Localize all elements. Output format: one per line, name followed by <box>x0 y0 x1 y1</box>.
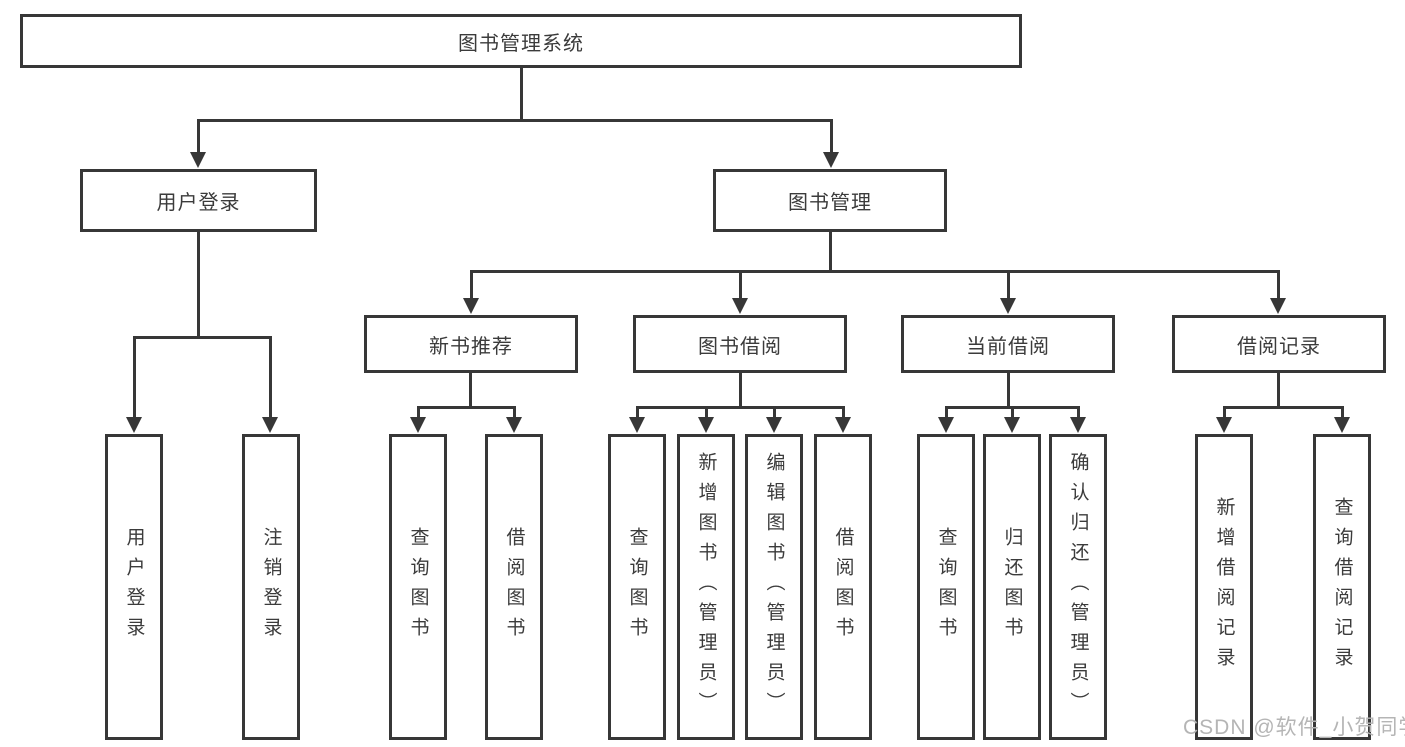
node-new-book-recommend: 新书推荐 <box>364 315 578 373</box>
leaf-br-query-record: 查询借阅记录 <box>1313 434 1371 740</box>
arrowhead-icon <box>1070 417 1086 433</box>
arrowhead-icon <box>1000 298 1016 314</box>
connector-line <box>469 373 472 409</box>
arrowhead-icon <box>1216 417 1232 433</box>
connector-line <box>705 406 708 421</box>
connector-line <box>739 373 742 409</box>
arrowhead-icon <box>629 417 645 433</box>
arrowhead-icon <box>262 417 278 433</box>
leaf-br-add-record-label: 新增借阅记录 <box>1213 497 1235 677</box>
arrowhead-icon <box>410 417 426 433</box>
node-book-management-label: 图书管理 <box>788 192 872 214</box>
connector-line <box>269 336 272 420</box>
connector-line <box>829 232 832 273</box>
node-root-label: 图书管理系统 <box>458 32 584 55</box>
connector-line <box>133 336 272 339</box>
node-borrow-records: 借阅记录 <box>1172 315 1386 373</box>
arrowhead-icon <box>126 417 142 433</box>
arrowhead-icon <box>766 417 782 433</box>
arrowhead-icon <box>823 152 839 168</box>
arrowhead-icon <box>506 417 522 433</box>
arrowhead-icon <box>835 417 851 433</box>
connector-line <box>842 406 845 421</box>
connector-line <box>1277 373 1280 409</box>
node-root: 图书管理系统 <box>20 14 1022 68</box>
leaf-nbr-borrow-book-label: 借阅图书 <box>503 527 525 647</box>
leaf-bb-borrow-book: 借阅图书 <box>814 434 872 740</box>
leaf-bb-query-book-label: 查询图书 <box>626 527 648 647</box>
leaf-bb-query-book: 查询图书 <box>608 434 666 740</box>
connector-line <box>1077 406 1080 421</box>
node-current-borrow-label: 当前借阅 <box>966 335 1050 358</box>
connector-line <box>1223 406 1226 421</box>
node-book-management: 图书管理 <box>713 169 947 232</box>
watermark: CSDN @软件_小贺同学 <box>1183 716 1405 739</box>
leaf-nbr-borrow-book: 借阅图书 <box>485 434 543 740</box>
connector-line <box>1277 270 1280 300</box>
node-current-borrow: 当前借阅 <box>901 315 1115 373</box>
leaf-bb-edit-book-admin: 编辑图书（管理员） <box>745 434 803 740</box>
leaf-cb-return-book-label: 归还图书 <box>1001 527 1023 647</box>
leaf-cb-query-book: 查询图书 <box>917 434 975 740</box>
connector-line <box>1007 270 1010 300</box>
node-new-book-recommend-label: 新书推荐 <box>429 335 513 358</box>
arrowhead-icon <box>1334 417 1350 433</box>
arrowhead-icon <box>1004 417 1020 433</box>
leaf-nbr-query-book: 查询图书 <box>389 434 447 740</box>
connector-line <box>197 232 200 339</box>
connector-line <box>470 270 1280 273</box>
node-user-login: 用户登录 <box>80 169 317 232</box>
connector-line <box>830 119 833 155</box>
connector-line <box>636 406 639 421</box>
connector-line <box>520 66 523 122</box>
arrowhead-icon <box>732 298 748 314</box>
node-borrow-records-label: 借阅记录 <box>1237 335 1321 358</box>
leaf-user-login: 用户登录 <box>105 434 163 740</box>
connector-line <box>1011 406 1014 421</box>
connector-line <box>470 270 473 300</box>
leaf-cb-return-book: 归还图书 <box>983 434 1041 740</box>
arrowhead-icon <box>463 298 479 314</box>
connector-line <box>773 406 776 421</box>
leaf-logout: 注销登录 <box>242 434 300 740</box>
connector-line <box>739 270 742 300</box>
leaf-nbr-query-book-label: 查询图书 <box>407 527 429 647</box>
leaf-user-login-label: 用户登录 <box>123 527 145 647</box>
connector-line <box>1007 373 1010 409</box>
node-book-borrow: 图书借阅 <box>633 315 847 373</box>
arrowhead-icon <box>938 417 954 433</box>
arrowhead-icon <box>1270 298 1286 314</box>
leaf-cb-query-book-label: 查询图书 <box>935 527 957 647</box>
connector-line <box>945 406 948 421</box>
arrowhead-icon <box>190 152 206 168</box>
leaf-logout-label: 注销登录 <box>260 527 282 647</box>
connector-line <box>636 406 844 409</box>
node-user-login-label: 用户登录 <box>156 192 241 214</box>
leaf-bb-borrow-book-label: 借阅图书 <box>832 527 854 647</box>
leaf-bb-edit-book-admin-label: 编辑图书（管理员） <box>763 452 785 722</box>
connector-line <box>513 406 516 421</box>
node-book-borrow-label: 图书借阅 <box>698 335 782 358</box>
leaf-bb-add-book-admin-label: 新增图书（管理员） <box>695 452 717 722</box>
connector-line <box>1223 406 1343 409</box>
leaf-br-add-record: 新增借阅记录 <box>1195 434 1253 740</box>
leaf-bb-add-book-admin: 新增图书（管理员） <box>677 434 735 740</box>
connector-line <box>133 336 136 420</box>
leaf-cb-confirm-return-admin-label: 确认归还（管理员） <box>1067 452 1089 722</box>
leaf-cb-confirm-return-admin: 确认归还（管理员） <box>1049 434 1107 740</box>
connector-line <box>197 119 200 155</box>
connector-line <box>417 406 420 421</box>
connector-line <box>1341 406 1344 421</box>
connector-line <box>197 119 833 122</box>
connector-line <box>417 406 515 409</box>
leaf-br-query-record-label: 查询借阅记录 <box>1331 497 1353 677</box>
arrowhead-icon <box>698 417 714 433</box>
